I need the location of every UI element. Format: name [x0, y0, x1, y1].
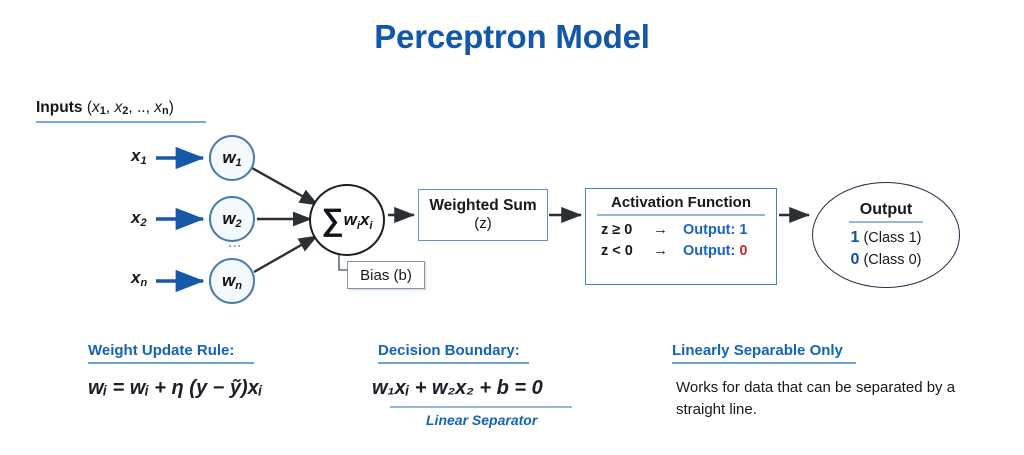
activation-rule-row: z < 0 → Output: 0: [601, 242, 767, 259]
weights-ellipsis-icon: ⋮: [227, 239, 243, 253]
linearly-separable-underline: [672, 362, 856, 364]
weighted-sum-title: Weighted Sum: [429, 196, 537, 214]
bias-box: Bias (b): [347, 261, 425, 289]
output-value: 1: [850, 229, 860, 247]
summation-node: ∑wixi: [309, 184, 385, 256]
weighted-sum-subtitle: (z): [474, 215, 492, 233]
arrow-wn-to-sum: [253, 234, 318, 274]
activation-output: Output: 1: [683, 222, 747, 238]
weight-update-rule-heading: Weight Update Rule:: [88, 342, 235, 359]
input-label-x2: x2: [131, 208, 147, 229]
weight-node-w2: w2: [209, 196, 255, 242]
weight-update-rule-formula: wᵢ = wᵢ + η (y − ỹ)xᵢ: [88, 377, 263, 399]
activation-condition: z < 0: [601, 242, 633, 259]
linear-separator-caption: Linear Separator: [426, 412, 538, 428]
weight-update-rule-underline: [88, 362, 254, 364]
activation-output-label: Output:: [683, 221, 740, 238]
weighted-sum-box: Weighted Sum (z): [418, 189, 548, 241]
output-title: Output: [849, 201, 923, 224]
weight-node-w1: w1: [209, 135, 255, 181]
output-class-text: (Class 0): [859, 252, 922, 268]
decision-boundary-underline: [378, 362, 529, 364]
weight-node-wn: wn: [209, 258, 255, 304]
activation-output: Output: 0: [683, 243, 747, 259]
inputs-label: Inputs (x1, x2, .., xn): [36, 99, 174, 117]
decision-boundary-heading: Decision Boundary:: [378, 342, 520, 359]
activation-output-label: Output:: [683, 242, 740, 259]
right-arrow-icon: →: [653, 221, 668, 238]
output-row: 1 (Class 1): [851, 227, 922, 249]
right-arrow-icon: →: [653, 242, 668, 259]
summation-node-label: ∑wixi: [321, 202, 373, 237]
inputs-label-underline: [36, 121, 206, 123]
decision-boundary-formula: w₁xᵢ + w₂x₂ + b = 0: [372, 377, 543, 399]
activation-output-value: 0: [739, 242, 748, 259]
input-label-xn: xn: [131, 268, 148, 289]
output-class-text: (Class 1): [859, 230, 922, 247]
arrow-w1-to-sum: [251, 166, 319, 207]
activation-rule-row: z ≥ 0 → Output: 1: [601, 221, 767, 238]
input-label-x1: x1: [131, 146, 147, 167]
linearly-separable-heading: Linearly Separable Only: [672, 342, 843, 359]
bias-connector: [338, 252, 347, 271]
activation-condition: z ≥ 0: [601, 221, 633, 238]
activation-function-box: Activation Function z ≥ 0 → Output: 1 z …: [585, 188, 777, 285]
output-node: Output 1 (Class 1) 0 (Class 0): [812, 182, 960, 288]
output-value: 0: [850, 251, 860, 268]
linearly-separable-body: Works for data that can be separated by …: [676, 379, 956, 418]
output-row: 0 (Class 0): [851, 249, 922, 271]
decision-boundary-formula-underline: [390, 406, 572, 408]
activation-output-value: 1: [739, 221, 748, 238]
activation-function-title: Activation Function: [597, 194, 765, 216]
page-title: Perceptron Model: [374, 18, 650, 55]
